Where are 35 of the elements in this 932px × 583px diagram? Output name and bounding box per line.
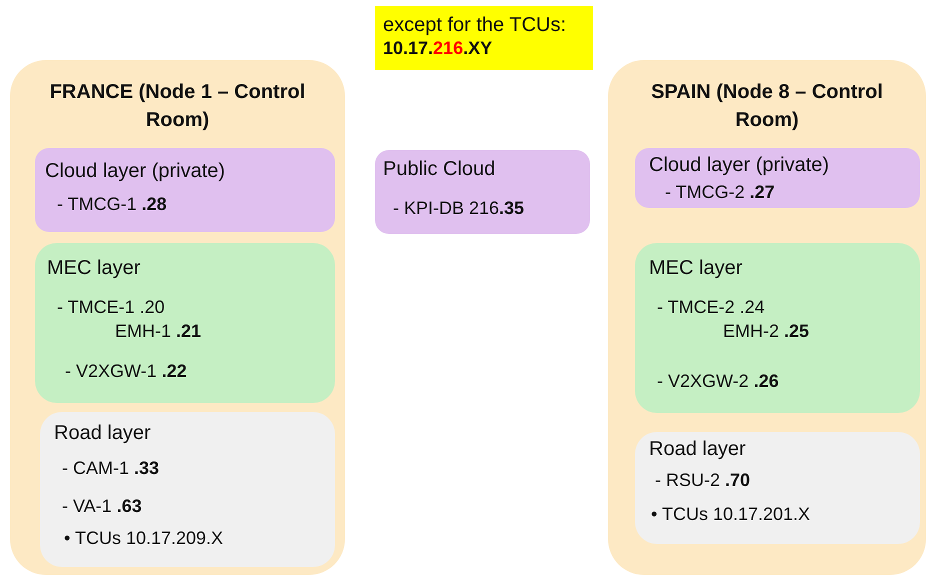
layer-panel — [40, 412, 335, 567]
list-item: - V2XGW-1 .22 — [65, 361, 187, 382]
panel-heading: FRANCE (Node 1 – Control Room) — [48, 80, 306, 133]
list-item: - TMCE-1 .20 — [57, 297, 165, 318]
layer-heading: Cloud layer (private) — [45, 160, 226, 183]
note-text: except for the TCUs: — [383, 14, 566, 37]
note-text: 10.17.216.XY — [383, 38, 492, 59]
layer-heading: Cloud layer (private) — [649, 154, 830, 177]
layer-heading: Public Cloud — [383, 158, 496, 181]
list-item: - VA-1 .63 — [62, 496, 142, 517]
layer-heading: Road layer — [649, 438, 746, 461]
panel-heading: SPAIN (Node 8 – Control Room) — [650, 80, 884, 133]
list-item: - V2XGW-2 .26 — [657, 371, 779, 392]
layer-heading: MEC layer — [47, 257, 140, 280]
list-item: EMH-1 .21 — [115, 321, 202, 342]
note-box — [375, 6, 593, 70]
list-item: - TMCG-1 .28 — [57, 194, 167, 215]
layer-panel — [635, 243, 920, 413]
layer-panel — [35, 243, 335, 403]
list-item: - CAM-1 .33 — [62, 458, 160, 479]
layer-heading: MEC layer — [649, 257, 742, 280]
list-item: • TCUs 10.17.201.X — [651, 504, 810, 525]
layer-panel — [635, 148, 920, 208]
list-item: - TMCG-2 .27 — [665, 182, 775, 203]
list-item: - RSU-2 .70 — [655, 470, 750, 491]
layer-panel — [635, 432, 920, 544]
layer-heading: Road layer — [54, 422, 151, 445]
list-item: • TCUs 10.17.209.X — [64, 528, 224, 549]
list-item: EMH-2 .25 — [723, 321, 810, 342]
country-panel — [10, 60, 345, 575]
list-item: - TMCE-2 .24 — [657, 297, 765, 318]
list-item: - KPI-DB 216.35 — [393, 198, 524, 219]
layer-panel — [35, 148, 335, 232]
layer-panel — [375, 150, 590, 234]
country-panel — [608, 60, 926, 575]
